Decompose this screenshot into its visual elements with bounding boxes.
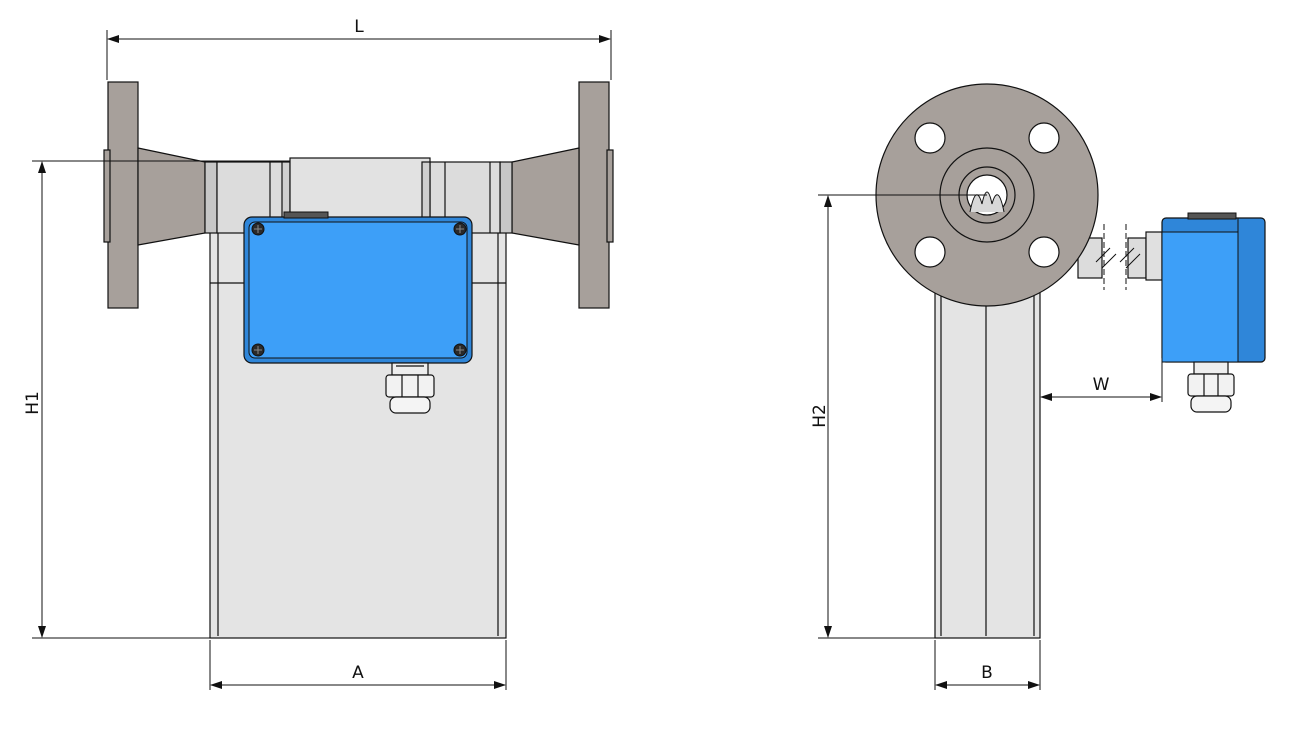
- dimension-a-label: A: [352, 663, 364, 683]
- right-flange: [578, 81, 610, 309]
- left-cone: [137, 147, 206, 246]
- cable-gland: [385, 362, 435, 414]
- left-flange: [107, 81, 139, 309]
- front-view: L H1 A: [23, 17, 614, 690]
- dimension-h1-label: H1: [23, 391, 43, 415]
- bolt-hole-icon: [914, 122, 1060, 268]
- side-view: H2 B W: [810, 83, 1266, 690]
- dimension-b-label: B: [981, 663, 993, 683]
- side-body: [934, 254, 1041, 639]
- side-cable-gland: [1187, 361, 1235, 413]
- right-cone: [511, 147, 580, 246]
- dimension-w-label: W: [1093, 375, 1110, 395]
- screw-icon: [251, 222, 467, 357]
- dimension-h2-label: H2: [810, 404, 830, 428]
- dimension-l-label: L: [354, 17, 364, 37]
